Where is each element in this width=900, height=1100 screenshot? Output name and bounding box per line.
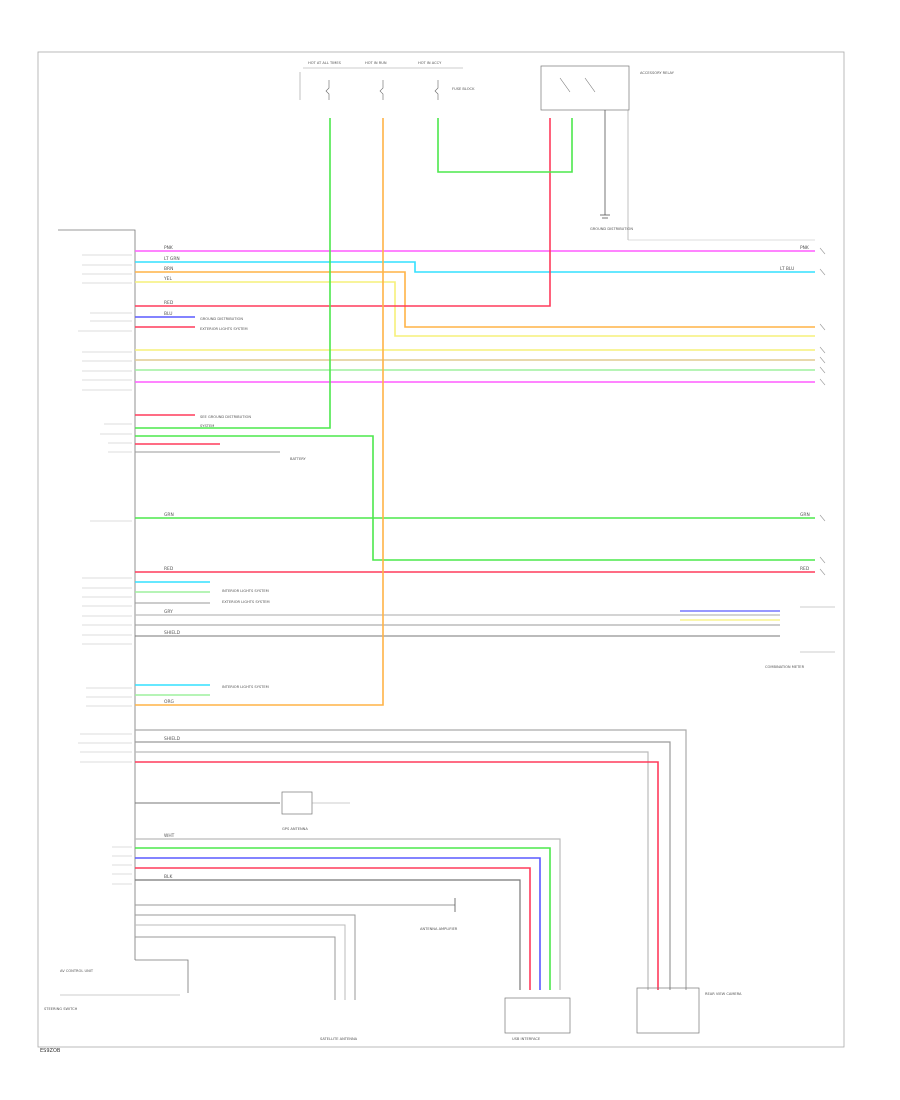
ground-near-relay: GROUND DISTRIBUTION	[590, 110, 815, 241]
wire-color-labels: PNK LT GRN BRN YEL RED BLU GRN RED GRY S…	[163, 245, 810, 880]
reference-notes: GROUND DISTRIBUTION EXTERIOR LIGHTS SYST…	[200, 317, 307, 689]
wires	[135, 118, 815, 1000]
antenna-amplifier: ANTENNA AMPLIFIER SATELLITE ANTENNA	[320, 898, 458, 1041]
wire-red-usb	[135, 867, 531, 990]
wl-pnk-1: PNK	[164, 245, 173, 251]
wire-green-run	[135, 118, 331, 429]
wire-red-cam	[135, 761, 659, 990]
fuse-block-label: FUSE BLOCK	[452, 87, 475, 91]
wire-green-acc	[437, 118, 573, 173]
wire-gray-sat3	[135, 924, 346, 1000]
wire-gray-usb1	[135, 838, 561, 990]
wl-wht-1: WHT	[164, 833, 175, 839]
note-sidewall: BATTERY	[290, 457, 307, 461]
wire-green-usb	[135, 847, 551, 990]
note-illum-2: INTERIOR LIGHTS SYSTEM	[222, 685, 269, 689]
wl-pnk-r: PNK	[800, 245, 809, 251]
note-exterior-2: EXTERIOR LIGHTS SYSTEM	[222, 600, 270, 604]
ground-relay-label: GROUND DISTRIBUTION	[590, 227, 633, 231]
fuse-hot-acc-label: HOT IN ACCY	[418, 61, 442, 65]
wl-shield-1: SHIELD	[164, 630, 181, 636]
wire-gray-usb2	[135, 879, 521, 990]
wl-ltblu-r: LT BLU	[780, 266, 794, 272]
wl-blu-1: BLU	[164, 311, 172, 317]
wl-grn-r: GRN	[800, 512, 810, 518]
gps-antenna: GPS ANTENNA	[281, 791, 350, 831]
wl-grn-1: GRN	[164, 512, 174, 518]
wl-brn-1: BRN	[164, 266, 173, 272]
camera-label: REAR VIEW CAMERA	[705, 992, 742, 996]
steering-label: STEERING SWITCH	[44, 1007, 78, 1011]
note-gd-system: SYSTEM	[200, 424, 214, 428]
wire-gray-cam1	[135, 729, 687, 990]
wire-orange-1	[135, 271, 815, 328]
wl-shield-2: SHIELD	[164, 736, 181, 742]
accessory-relay: ACCESSORY RELAY	[540, 65, 675, 111]
wire-red-accy	[135, 118, 551, 307]
av-control-unit: AV CONTROL UNIT	[58, 229, 189, 993]
fuse-block-top: HOT AT ALL TIMES HOT IN RUN HOT IN ACCY …	[299, 61, 475, 100]
right-connectors	[819, 247, 826, 576]
combination-meter: COMBINATION METER	[680, 606, 835, 669]
antenna-amp-label: ANTENNA AMPLIFIER	[420, 927, 458, 931]
usb-label: USB INTERFACE	[512, 1037, 541, 1041]
note-illum: INTERIOR LIGHTS SYSTEM	[222, 589, 269, 593]
wl-ltgrn-1: LT GRN	[164, 256, 180, 262]
gps-label: GPS ANTENNA	[282, 827, 308, 831]
satellite-label: SATELLITE ANTENNA	[320, 1037, 358, 1041]
note-see-ground: SEE GROUND DISTRIBUTION	[200, 415, 251, 419]
usb-interface: USB INTERFACE	[504, 997, 571, 1041]
wire-blue-usb	[135, 857, 541, 990]
rear-view-camera: REAR VIEW CAMERA	[636, 987, 742, 1034]
relay-label: ACCESSORY RELAY	[640, 71, 675, 75]
wl-red-2: RED	[164, 566, 174, 572]
wl-red-r: RED	[800, 566, 810, 572]
steering-switch: STEERING SWITCH	[44, 994, 180, 1011]
wl-gry-1: GRY	[164, 609, 173, 615]
wire-gray-sat4	[135, 936, 336, 1000]
note-ground-dist: GROUND DISTRIBUTION	[200, 317, 243, 321]
wl-org-1: ORG	[164, 699, 175, 705]
av-control-label: AV CONTROL UNIT	[60, 969, 94, 973]
wire-yellow-1	[135, 281, 815, 337]
corner-label: ES9ZOB	[40, 1048, 61, 1054]
diagram-border	[37, 51, 845, 1048]
wire-gray-cam3	[135, 751, 649, 990]
wl-yel-1: YEL	[163, 276, 172, 282]
wire-green-3	[135, 435, 815, 561]
wl-blk-1: BLK	[164, 874, 172, 880]
combination-label: COMBINATION METER	[765, 665, 805, 669]
wire-orange-ign	[135, 118, 384, 706]
pin-labels	[78, 254, 132, 885]
wire-cyan-1	[135, 261, 815, 273]
note-exterior: EXTERIOR LIGHTS SYSTEM	[200, 327, 248, 331]
wire-gray-sat2	[135, 914, 356, 1000]
wire-gray-cam2	[135, 741, 671, 990]
fuse-hot-run-label: HOT IN RUN	[365, 61, 387, 65]
wl-red-1: RED	[164, 300, 174, 306]
fuse-hot-all-label: HOT AT ALL TIMES	[308, 61, 342, 65]
